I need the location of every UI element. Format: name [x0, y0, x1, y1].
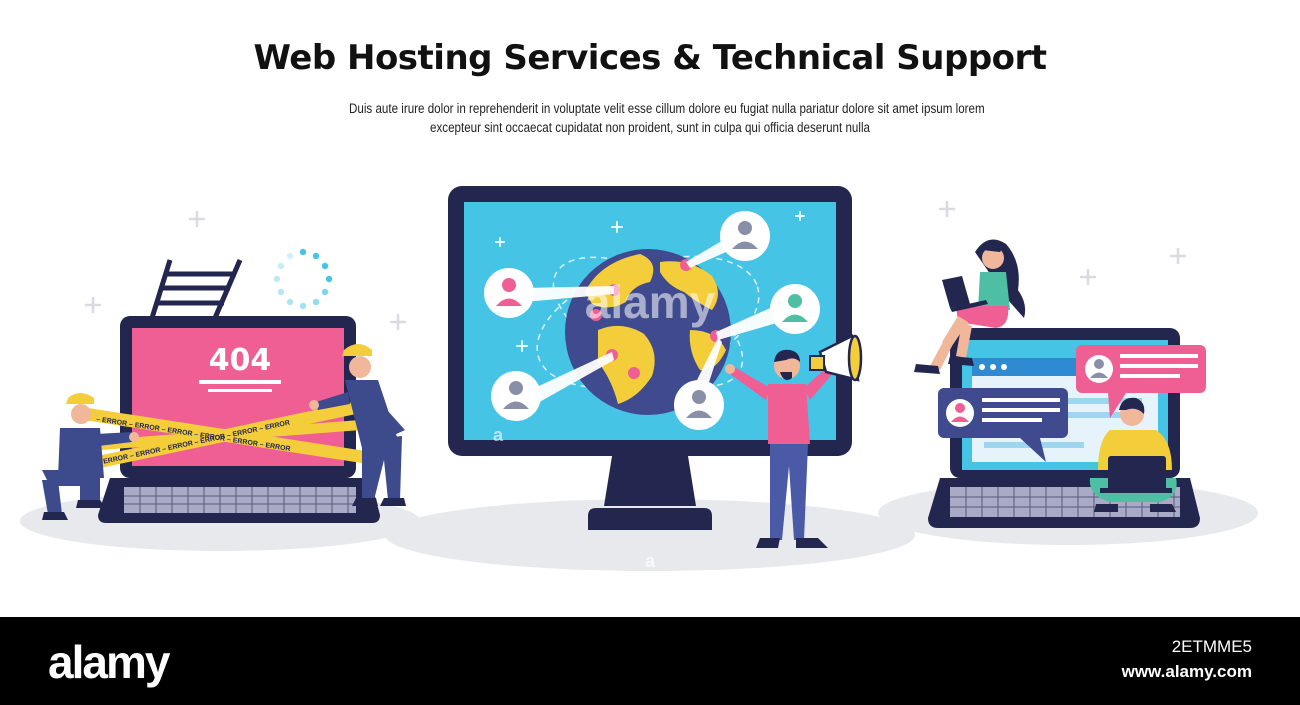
- worker-crouching: [42, 393, 139, 520]
- footer-site-url: www.alamy.com: [1121, 662, 1252, 681]
- woman-with-laptop: [914, 239, 1026, 374]
- user-node-top-right-icon: [720, 211, 770, 261]
- user-node-bottom-center-icon: [674, 380, 724, 430]
- footer-brand-logo: alamy: [48, 636, 170, 688]
- footer-image-id: 2ETMME5: [1171, 637, 1252, 656]
- chat-laptop: a: [914, 239, 1206, 528]
- user-node-right-icon: [770, 284, 820, 334]
- sparkle-icons: [84, 200, 1187, 331]
- error-code-text: 404: [209, 343, 272, 378]
- subtitle-line-1: Duis aute irure dolor in reprehenderit i…: [349, 101, 985, 116]
- megaphone-icon: [809, 334, 863, 382]
- subtitle-line-2: excepteur sint occaecat cupidatat non pr…: [430, 120, 870, 135]
- laptop-icon-woman: [942, 276, 988, 312]
- user-avatar-icons: [484, 211, 820, 430]
- user-avatar-pink-icon: [951, 403, 969, 422]
- laptop-icon-man: [1100, 456, 1172, 493]
- watermark-small-1: a: [493, 425, 504, 445]
- page-title: Web Hosting Services & Technical Support: [253, 38, 1047, 78]
- globe-monitor: alamy a a a: [448, 186, 863, 571]
- watermark-small-4: a: [1184, 444, 1193, 461]
- user-avatar-gray-icon: [1090, 359, 1108, 378]
- user-node-left-icon: [484, 268, 534, 318]
- page-subtitle: Duis aute irure dolor in reprehenderit i…: [349, 99, 985, 137]
- loading-spinner-icon: [273, 248, 333, 310]
- worker-standing: [309, 344, 406, 506]
- man-with-laptop: [1089, 397, 1177, 512]
- caution-tape: – ERROR – ERROR – ERROR – ERROR – ERROR …: [84, 398, 375, 470]
- man-with-megaphone: [725, 334, 863, 548]
- illustration: 404 – ERROR – ERROR – ERROR – ERROR – ER…: [20, 186, 1258, 571]
- user-node-bottom-left-icon: [491, 371, 541, 421]
- chat-bubble-left: [938, 388, 1068, 462]
- watermark-center: alamy: [585, 276, 716, 328]
- watermark-footer-bar: alamy 2ETMME5 www.alamy.com: [0, 617, 1300, 705]
- chat-bubble-right: [1076, 345, 1206, 418]
- watermark-small-3: a: [645, 551, 656, 571]
- error-laptop: 404 – ERROR – ERROR – ERROR – ERROR – ER…: [42, 248, 406, 523]
- ladder-icon: [149, 259, 243, 319]
